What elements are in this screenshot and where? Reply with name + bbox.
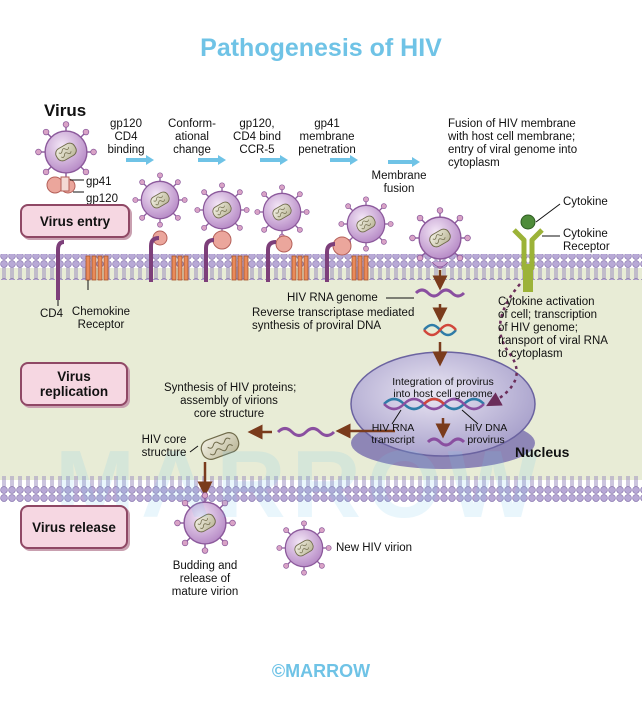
step-ccr5-binding-label: gp120, CD4 bind CCR-5	[233, 118, 281, 156]
nucleus-label: Nucleus	[515, 444, 570, 460]
step-cd4-binding-label: gp120 CD4 binding	[107, 118, 145, 156]
binding-stage-3	[254, 184, 310, 282]
proviral-dna-helix	[423, 323, 457, 337]
footer-brand: ©MARROW	[271, 661, 371, 681]
virus-particle	[34, 120, 98, 184]
new-virion-label: New HIV virion	[336, 542, 413, 554]
integrated-provirus	[383, 397, 485, 411]
gp120-label: gp120	[86, 193, 118, 205]
rna-transcript-strand	[426, 437, 466, 447]
integration-label: Integration of provirus into host cell g…	[392, 376, 494, 400]
step-membrane-penetration-label: gp41 membrane penetration	[298, 118, 356, 156]
gp41-label: gp41	[86, 176, 112, 188]
entry-step-arrows	[126, 155, 420, 167]
hiv-core-structure	[200, 432, 240, 460]
fusing-virion	[408, 206, 472, 270]
step-conformational-change-label: Conform- ational change	[168, 118, 216, 156]
binding-stage-2	[194, 182, 250, 282]
cd4-receptor	[56, 240, 89, 306]
reverse-transcriptase-label: Reverse transcriptase mediated synthesis…	[252, 307, 415, 332]
fusion-description: Fusion of HIV membrane with host cell me…	[448, 118, 578, 169]
cytokine-label: Cytokine	[563, 196, 608, 208]
core-structure-label: HIV core structure	[141, 434, 187, 459]
page-title: Pathogenesis of HIV	[200, 34, 442, 62]
virus-label: Virus	[44, 101, 87, 120]
rna-transcript-label: HIV RNA transcript	[371, 422, 415, 446]
cd4-label: CD4	[40, 308, 64, 320]
cytokine-receptor-label: Cytokine Receptor	[563, 228, 610, 253]
chemokine-receptors	[85, 255, 369, 281]
gp120-gp41-complex	[46, 176, 84, 194]
dna-provirus-label: HIV DNA provirus	[464, 422, 508, 446]
watermark: MARROW	[55, 431, 545, 538]
cytokine-signal-path	[486, 283, 521, 407]
cell-membrane-lower	[0, 476, 642, 502]
chemokine-receptor-label: Chemokine Receptor	[71, 306, 131, 331]
rna-genome-label: HIV RNA genome	[287, 292, 378, 304]
stage-virus-replication: Virus replication	[20, 362, 128, 406]
cytokine-activation-label: Cytokine activation of cell; transcripti…	[498, 296, 608, 360]
budding-label: Budding and release of mature virion	[171, 560, 239, 598]
binding-stage-1	[132, 172, 188, 282]
step-membrane-fusion-label: Membrane fusion	[371, 170, 427, 195]
stage-virus-entry: Virus entry	[20, 204, 130, 238]
binding-stage-4	[325, 196, 394, 282]
rna-genome-strand	[386, 288, 466, 299]
cytokine-receptor	[512, 203, 561, 292]
cytoplasmic-rna	[276, 427, 336, 437]
stage-virus-release: Virus release	[20, 505, 128, 549]
protein-synthesis-label: Synthesis of HIV proteins; assembly of v…	[164, 382, 297, 420]
